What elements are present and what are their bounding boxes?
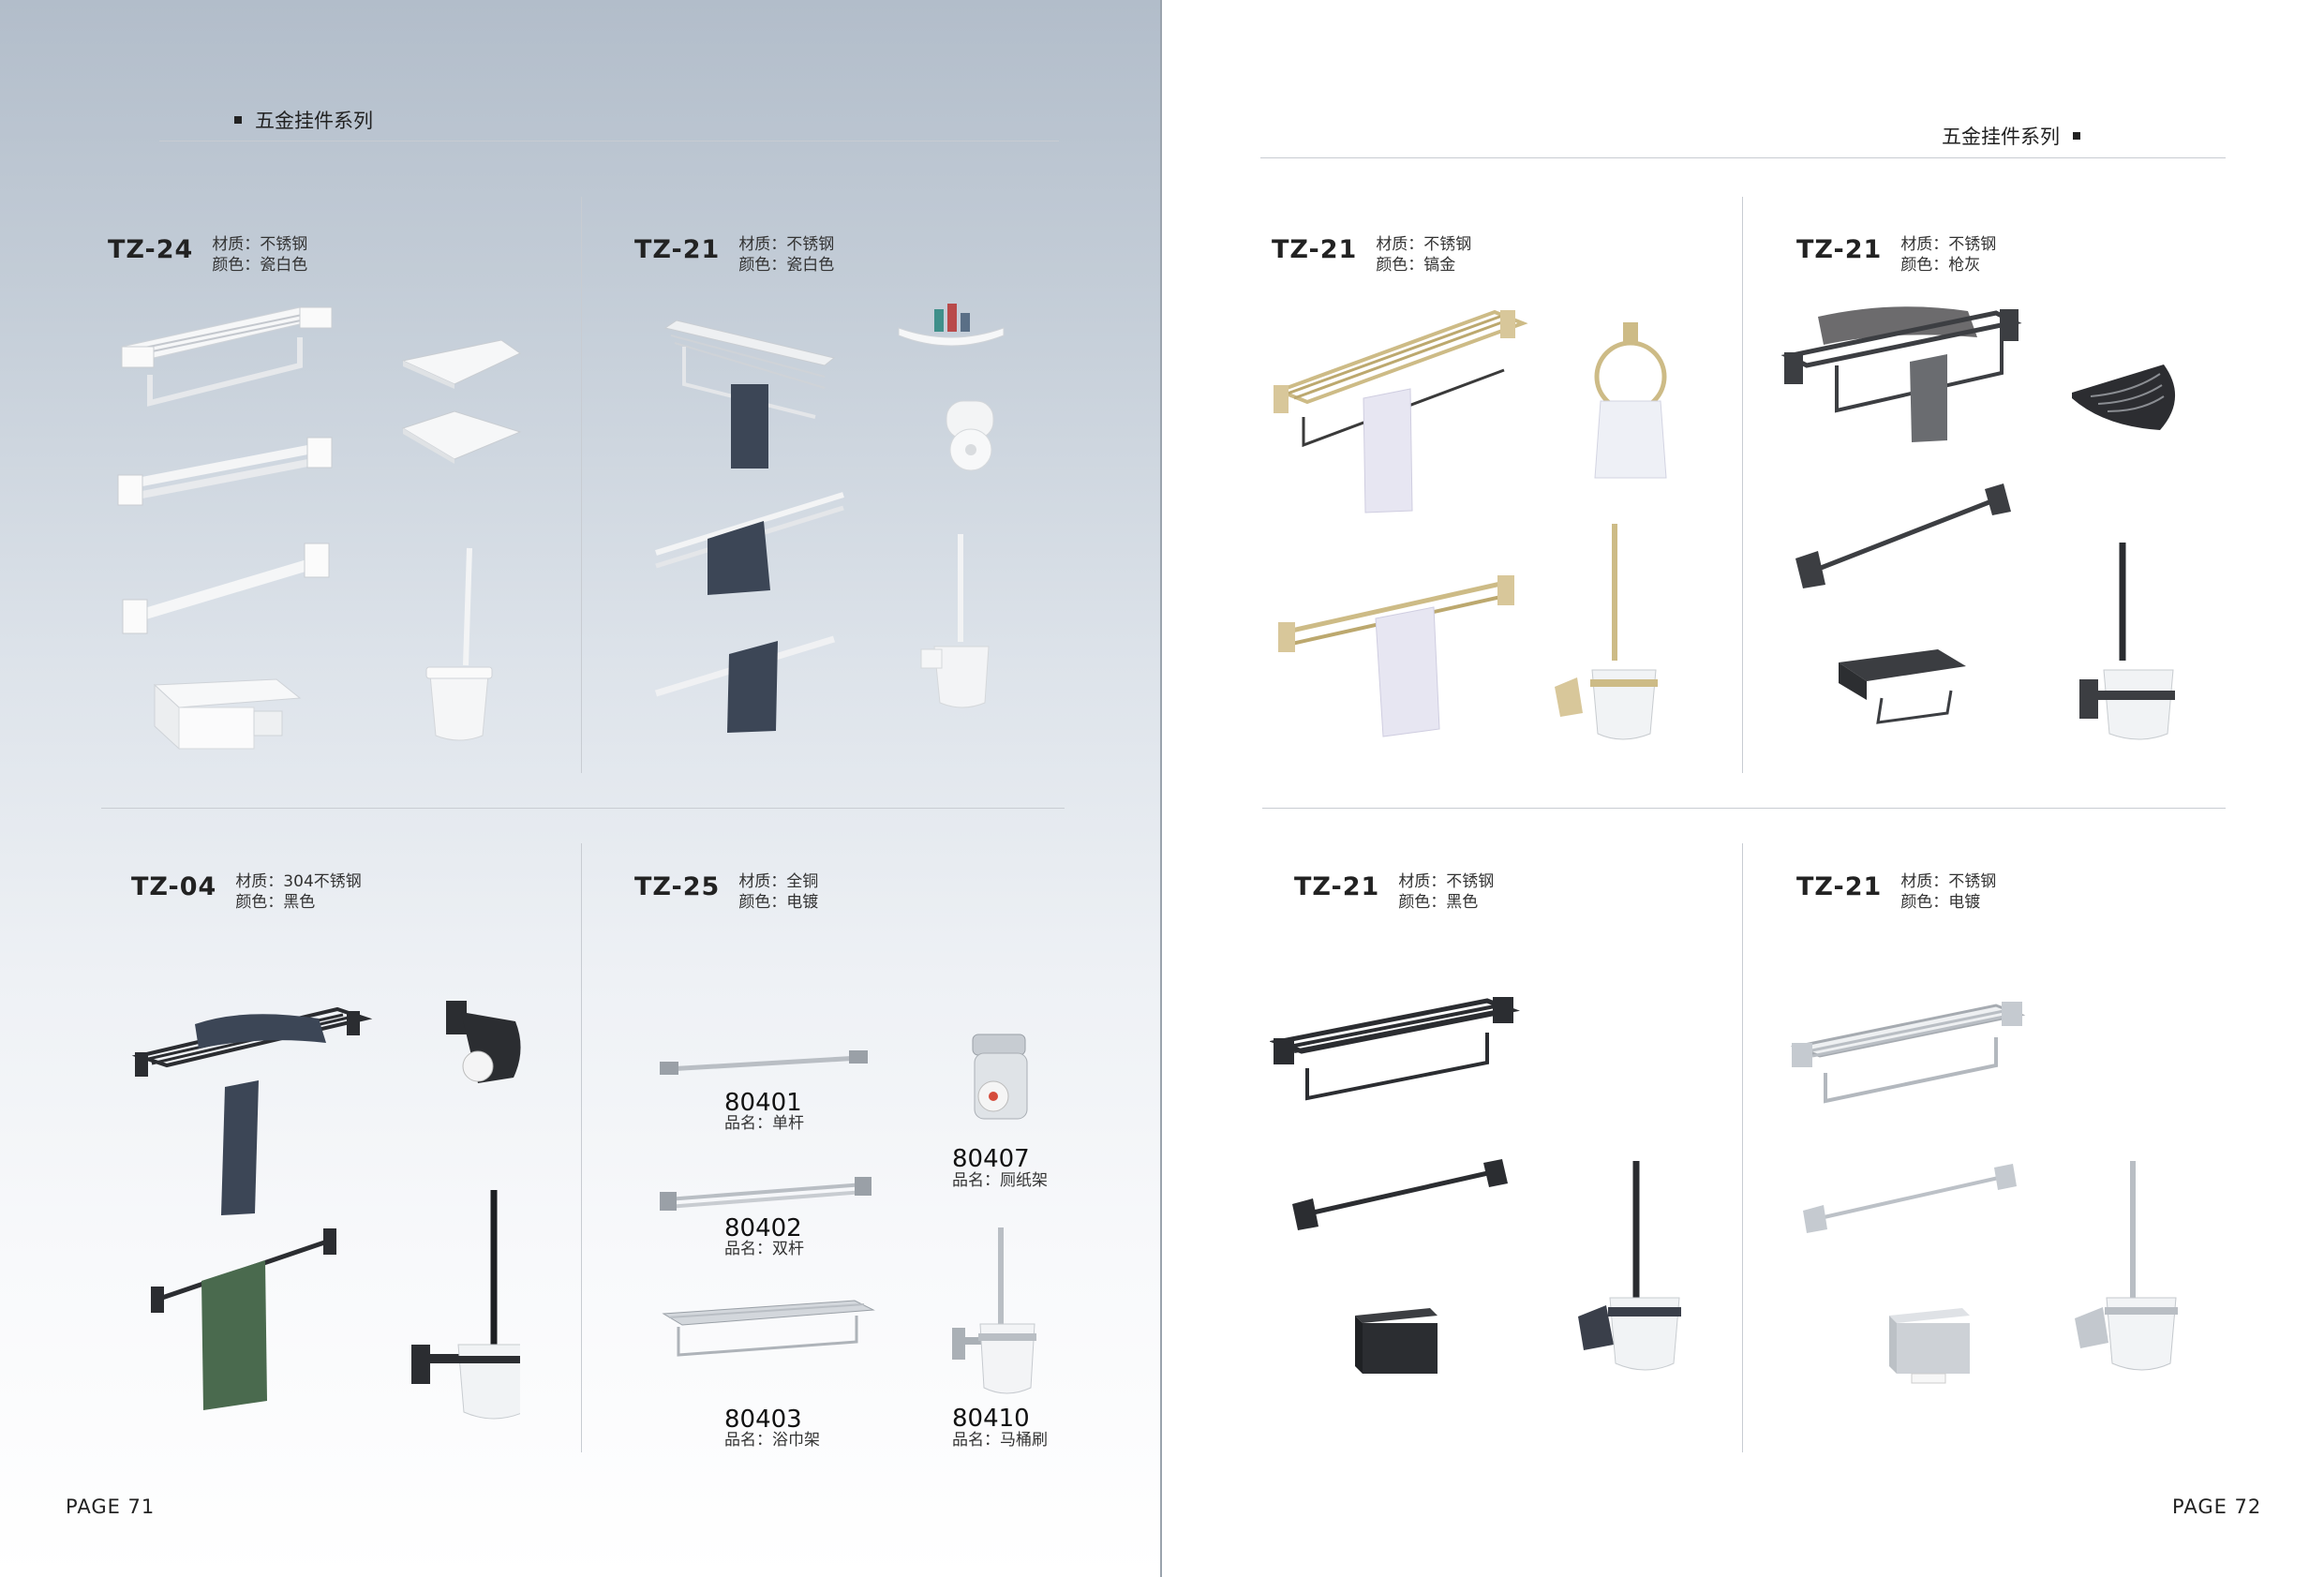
model-number: TZ-24 — [108, 235, 194, 264]
toilet-paper-holder-image — [440, 993, 534, 1106]
paper-holder-shelf-image — [145, 670, 305, 754]
single-towel-bar-image — [1799, 1162, 2024, 1237]
single-towel-bar-image — [647, 628, 843, 740]
model-number: TZ-21 — [1272, 235, 1358, 264]
towel-rack-image — [112, 300, 337, 412]
product-name: 品名：马桶刷 — [952, 1431, 1048, 1450]
column-divider — [581, 843, 582, 1452]
column-divider — [1742, 197, 1743, 773]
color-spec: 颜色：枪灰 — [1900, 256, 1981, 275]
toilet-brush-holder-image — [2071, 1157, 2183, 1382]
toilet-brush-holder-image — [1574, 1157, 1687, 1382]
series-title: 五金挂件系列 — [255, 110, 373, 132]
single-towel-bar-image — [656, 1045, 872, 1082]
model-number: TZ-25 — [634, 872, 721, 901]
model-number: TZ-21 — [1294, 872, 1380, 901]
material-spec: 材质：不锈钢 — [738, 235, 835, 254]
paper-holder-shelf-image — [1835, 642, 1975, 726]
material-spec: 材质：304不锈钢 — [235, 872, 362, 891]
towel-ring-image — [1584, 319, 1677, 487]
double-towel-bar-image — [114, 426, 339, 511]
page-left: 五金挂件系列 TZ-24 材质：不锈钢 颜色：瓷白色 — [0, 0, 1160, 1577]
column-divider — [581, 197, 582, 773]
product-block-header: TZ-21 材质：不锈钢 颜色：瓷白色 — [634, 234, 834, 275]
corner-shelf-image — [895, 300, 1007, 356]
product-block-header: TZ-21 材质：不锈钢 颜色：电镀 — [1796, 871, 1996, 913]
towel-rack-image — [1270, 993, 1523, 1106]
row-divider — [1262, 808, 2226, 809]
series-header: 五金挂件系列 — [1942, 122, 2080, 150]
double-towel-bar-image — [1274, 572, 1518, 740]
tissue-box-image — [1884, 1302, 1977, 1387]
single-towel-bar-image — [117, 534, 342, 637]
double-towel-bar-image — [647, 478, 853, 600]
material-spec: 材质：不锈钢 — [1900, 235, 1997, 254]
product-code: 80402 — [724, 1214, 802, 1242]
toilet-brush-holder-image — [948, 1223, 1042, 1401]
model-number: TZ-21 — [1796, 872, 1883, 901]
corner-shelf-image — [2066, 361, 2188, 436]
towel-rack-image — [647, 309, 843, 478]
toilet-brush-holder-image — [2076, 539, 2179, 745]
toilet-brush-holder-image — [1551, 520, 1673, 745]
series-header: 五金挂件系列 — [234, 106, 373, 134]
material-spec: 材质：不锈钢 — [1900, 872, 1997, 891]
product-name: 品名：双杆 — [724, 1240, 804, 1258]
material-spec: 材质：全铜 — [738, 872, 819, 891]
color-spec: 颜色：电镀 — [738, 893, 819, 912]
material-spec: 材质：不锈钢 — [1398, 872, 1495, 891]
model-number: TZ-21 — [1796, 235, 1883, 264]
material-spec: 材质：不锈钢 — [212, 235, 308, 254]
color-spec: 颜色：电镀 — [1900, 893, 1981, 912]
product-code: 80410 — [952, 1405, 1030, 1433]
row-divider — [101, 808, 1065, 809]
toilet-paper-holder-image — [965, 1031, 1040, 1134]
color-spec: 颜色：瓷白色 — [212, 256, 308, 275]
header-divider — [1260, 157, 2226, 158]
color-spec: 颜色：黑色 — [235, 893, 316, 912]
toilet-paper-holder-image — [937, 394, 1003, 478]
product-block-header: TZ-04 材质：304不锈钢 颜色：黑色 — [131, 871, 362, 913]
tissue-box-image — [1349, 1302, 1443, 1377]
bullet-square-icon — [2073, 132, 2080, 140]
product-name: 品名：浴巾架 — [724, 1431, 820, 1450]
model-number: TZ-04 — [131, 872, 217, 901]
bullet-square-icon — [234, 116, 242, 124]
single-towel-bar-image — [1792, 478, 2017, 590]
color-spec: 颜色：黑色 — [1398, 893, 1479, 912]
product-code: 80401 — [724, 1089, 802, 1117]
product-name: 品名：单杆 — [724, 1114, 804, 1133]
corner-shelf-image — [398, 408, 525, 464]
product-name: 品名：厕纸架 — [952, 1171, 1048, 1190]
page-number: PAGE 71 — [66, 1495, 156, 1518]
product-block-header: TZ-21 材质：不锈钢 颜色：镐金 — [1272, 234, 1471, 275]
towel-rack-image — [131, 998, 375, 1223]
model-number: TZ-21 — [634, 235, 721, 264]
color-spec: 颜色：瓷白色 — [738, 256, 835, 275]
towel-rack-image — [656, 1293, 881, 1368]
product-block-header: TZ-21 材质：不锈钢 颜色：枪灰 — [1796, 234, 1996, 275]
towel-rack-image — [1270, 305, 1532, 520]
product-code: 80403 — [724, 1406, 802, 1434]
double-towel-bar-image — [656, 1171, 876, 1213]
single-towel-bar-image — [1289, 1157, 1513, 1232]
column-divider — [1742, 843, 1743, 1452]
corner-shelf-image — [398, 333, 525, 389]
page-number: PAGE 72 — [2172, 1495, 2262, 1518]
product-block-header: TZ-25 材质：全铜 颜色：电镀 — [634, 871, 818, 913]
toilet-brush-holder-image — [417, 543, 501, 750]
toilet-brush-holder-image — [914, 529, 1007, 717]
series-title: 五金挂件系列 — [1942, 126, 2060, 148]
product-block-header: TZ-21 材质：不锈钢 颜色：黑色 — [1294, 871, 1494, 913]
towel-rack-image — [1780, 300, 2024, 450]
single-towel-bar-image — [145, 1223, 347, 1420]
page-right: 五金挂件系列 TZ-21 材质：不锈钢 颜色：镐金 — [1162, 0, 2324, 1577]
material-spec: 材质：不锈钢 — [1376, 235, 1472, 254]
toilet-brush-holder-image — [408, 1185, 520, 1429]
product-block-header: TZ-24 材质：不锈钢 颜色：瓷白色 — [108, 234, 307, 275]
color-spec: 颜色：镐金 — [1376, 256, 1456, 275]
page-spine — [1160, 0, 1162, 1577]
towel-rack-image — [1788, 998, 2032, 1110]
product-code: 80407 — [952, 1145, 1030, 1173]
